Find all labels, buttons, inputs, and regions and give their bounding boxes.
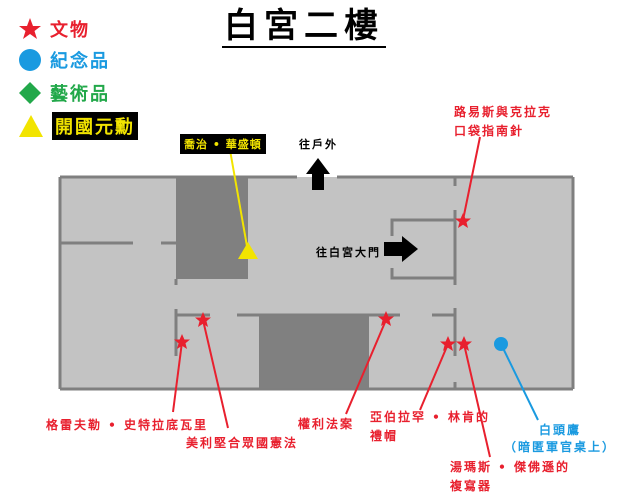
legend-label: 藝術品 [50,84,110,105]
label-line: 路易斯與克拉克 [454,105,553,119]
label-george-washington: 喬治 • 華盛頓 [180,134,266,154]
yellow-triangle-icon [19,115,43,137]
legend-item-souvenir: 紀念品 [18,47,110,73]
label-bald-eagle: 白頭鷹 （暗匿軍官桌上） [500,422,620,456]
label-line: 白頭鷹 [538,423,581,437]
label-line: 口袋指南針 [454,124,525,138]
label-line: 複寫器 [450,479,493,493]
blue-circle-icon [19,49,41,71]
label-to-main-gate: 往白宮大門 [316,246,381,259]
legend-item-art: 藝術品 [18,80,110,106]
label-compass: 路易斯與克拉克 口袋指南針 [454,103,552,141]
label-line: 禮帽 [370,429,399,443]
legend-item-artifact: 文物 [18,16,90,42]
page-title: 白宮二樓 [222,6,386,48]
label-line: 亞伯拉罕 • 林肯的 [370,410,491,424]
label-bill-of-rights: 權利法案 [298,417,355,431]
green-diamond-icon [19,82,41,104]
label-lincoln-hat: 亞伯拉罕 • 林肯的 禮帽 [370,408,490,446]
label-stradivari: 格雷夫勒 • 史特拉底瓦里 [46,418,209,432]
red-star-icon [19,18,41,39]
legend-label: 紀念品 [50,51,110,72]
right-arrow-icon [384,236,418,262]
legend-item-founding-father: 開國元勳 [18,112,138,140]
up-arrow-icon [306,158,330,190]
label-line: （暗匿軍官桌上） [503,440,616,454]
label-constitution: 美利堅合眾國憲法 [186,436,299,450]
label-line: 湯瑪斯 • 傑佛遜的 [450,460,571,474]
founder-marker-icon [238,242,258,259]
legend-label: 文物 [50,20,90,41]
label-to-outside: 往戶外 [299,138,338,151]
souvenir-marker-icon [494,337,508,351]
label-jefferson-copier: 湯瑪斯 • 傑佛遜的 複寫器 [450,458,570,496]
legend-label: 開國元勳 [52,112,138,140]
